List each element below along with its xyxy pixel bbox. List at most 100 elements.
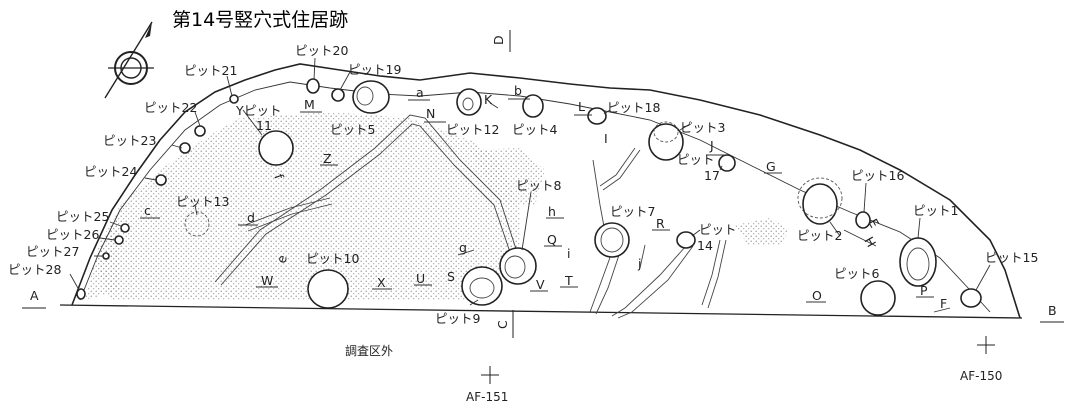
- pit-21-shape: [229, 94, 239, 104]
- pit-18-label: ピット18: [607, 100, 660, 115]
- section-markers: [22, 30, 1064, 338]
- section-k: K: [484, 92, 493, 107]
- pit-17-number: 17: [704, 168, 720, 183]
- pit-23-label: ピット23: [103, 133, 156, 148]
- pit-3-label: ピット3: [680, 120, 725, 135]
- outside-survey-area-label: 調査区外: [345, 344, 393, 358]
- pit-20-shape: [306, 78, 320, 94]
- section-l: L: [578, 99, 585, 114]
- pit-27-shape: [102, 252, 110, 260]
- section-h: H: [861, 234, 879, 250]
- section-r: R: [656, 216, 665, 231]
- section-j-lower: j: [637, 256, 641, 271]
- pit-24-label: ピット24: [84, 164, 137, 179]
- pit-labels: ピット1 ピット2 ピット3 ピット4 ピット5 ピット6 ピット7 ピット8 …: [8, 43, 1038, 326]
- section-a: A: [30, 288, 39, 303]
- section-z: Z: [323, 151, 332, 166]
- pit-6-label: ピット6: [834, 266, 880, 281]
- pit-17-label: ピット: [677, 152, 715, 167]
- pit-13-shape: [184, 211, 210, 237]
- section-v: V: [536, 277, 545, 292]
- section-i: I: [604, 131, 608, 146]
- pit-shapes: [76, 78, 982, 316]
- pit-22-label: ピット22: [144, 100, 197, 115]
- pit-7-shape: [594, 222, 630, 258]
- pit-14-number: 14: [697, 238, 713, 253]
- pit-8-shape: [499, 247, 537, 285]
- section-p: P: [920, 283, 928, 298]
- pit-21-label: ピット21: [184, 63, 237, 78]
- pit-28-shape: [76, 288, 86, 300]
- pit-14-shape: [676, 231, 696, 249]
- pit-23-shape: [179, 142, 191, 154]
- north-arrow-icon: [104, 21, 154, 99]
- section-g-lower: g: [459, 240, 467, 255]
- pit-18-shape: [587, 107, 607, 125]
- section-i-lower: i: [567, 246, 570, 261]
- section-c: C: [495, 320, 510, 329]
- section-d-lower: d: [247, 210, 255, 225]
- section-b-lower: b: [514, 83, 522, 98]
- section-x: X: [377, 275, 386, 290]
- section-g: G: [766, 159, 776, 174]
- pit-5-label: ピット5: [330, 122, 375, 137]
- grooves: [214, 114, 727, 319]
- letter-underlines: [140, 98, 951, 313]
- pit-20-label: ピット20: [295, 43, 348, 58]
- section-d: D: [491, 35, 506, 45]
- section-w: W: [261, 273, 273, 288]
- pit-2-label: ピット2: [797, 228, 842, 243]
- leader-lines: [69, 57, 991, 306]
- pit-9-shape: [461, 266, 503, 306]
- pit-12-shape: [456, 88, 482, 116]
- section-c-lower: c: [144, 203, 151, 218]
- baseline-section-ab: [59, 304, 1023, 319]
- pit-14-label: ピット: [699, 222, 737, 237]
- pit-25-label: ピット25: [56, 209, 109, 224]
- section-o: O: [812, 288, 822, 303]
- pit-8-label: ピット8: [516, 178, 562, 193]
- section-t: T: [564, 273, 573, 288]
- pit-28-label: ピット28: [8, 262, 61, 277]
- pit-13-label: ピット13: [176, 194, 229, 209]
- pit-24-shape: [155, 174, 167, 186]
- pit-6-shape: [860, 280, 896, 316]
- section-h-lower: h: [548, 204, 556, 219]
- section-n: N: [426, 106, 435, 121]
- pit-15-label: ピット15: [985, 250, 1038, 265]
- pit-10-label: ピット10: [306, 251, 359, 266]
- section-s: S: [447, 269, 455, 284]
- section-f: F: [940, 296, 947, 311]
- pit-15-shape: [960, 288, 982, 308]
- pit-11-label: ピット: [244, 103, 282, 118]
- section-y: Y: [235, 103, 244, 118]
- pit-2-shape: [802, 183, 838, 225]
- section-letters: A B C D E F G H I J K L M N O P Q R S T …: [30, 35, 1057, 329]
- pit-5-shape: [352, 80, 390, 114]
- pit-4-label: ピット4: [512, 122, 558, 137]
- grid-label-af150: AF-150: [960, 369, 1002, 383]
- pit-27-label: ピット27: [26, 244, 79, 259]
- pit-17-shape: [718, 154, 736, 172]
- section-j: J: [709, 138, 714, 153]
- section-a-lower: a: [416, 85, 424, 100]
- grid-label-af151: AF-151: [466, 390, 508, 404]
- section-f-lower: f: [271, 172, 287, 182]
- pit-10-shape: [307, 269, 349, 309]
- pit-12-label: ピット12: [446, 122, 499, 137]
- pit-9-label: ピット9: [435, 311, 481, 326]
- pit-16-shape: [855, 211, 871, 229]
- pit-19-shape: [331, 88, 345, 102]
- pit-26-label: ピット26: [46, 227, 99, 242]
- pit-26-shape: [114, 235, 124, 245]
- pit-16-label: ピット16: [851, 168, 904, 183]
- section-q: Q: [547, 232, 557, 247]
- plan-title: 第14号竪穴式住居跡: [172, 9, 348, 31]
- pit-11-shape: [258, 130, 294, 166]
- grid-marker-af150: [977, 336, 995, 354]
- stipple-areas: [85, 112, 790, 300]
- section-m: M: [304, 97, 315, 112]
- pit-1-shape: [899, 237, 937, 287]
- pit-1-label: ピット1: [913, 203, 958, 218]
